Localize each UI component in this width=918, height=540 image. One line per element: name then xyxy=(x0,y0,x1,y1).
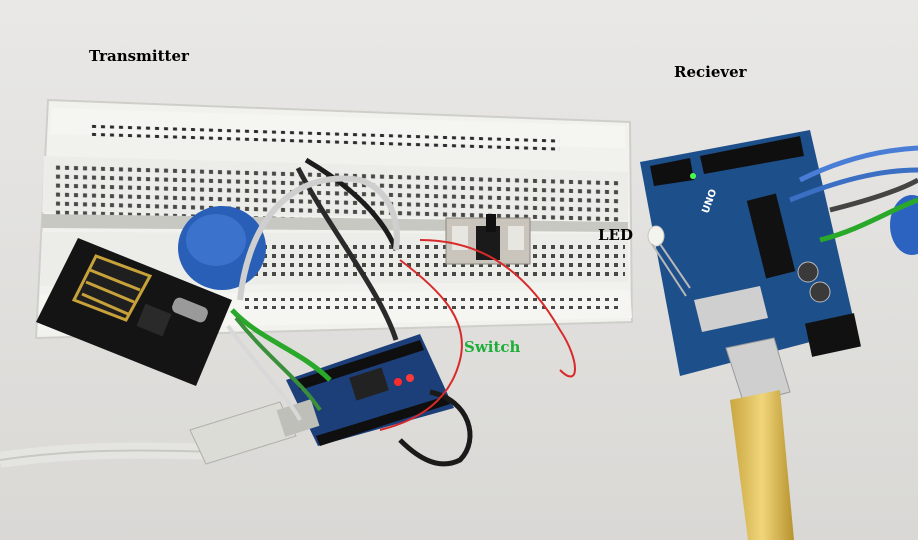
led xyxy=(647,225,691,297)
wires xyxy=(226,145,918,467)
transmitter-label: Transmitter xyxy=(89,47,189,65)
arduino-uno: UNO xyxy=(640,130,861,376)
nrf24-module xyxy=(36,238,232,386)
usb-cable-right xyxy=(725,337,794,540)
receiver-label: Reciever xyxy=(674,63,747,81)
led-label: LED xyxy=(598,226,633,244)
switch-label: Switch xyxy=(464,338,521,356)
